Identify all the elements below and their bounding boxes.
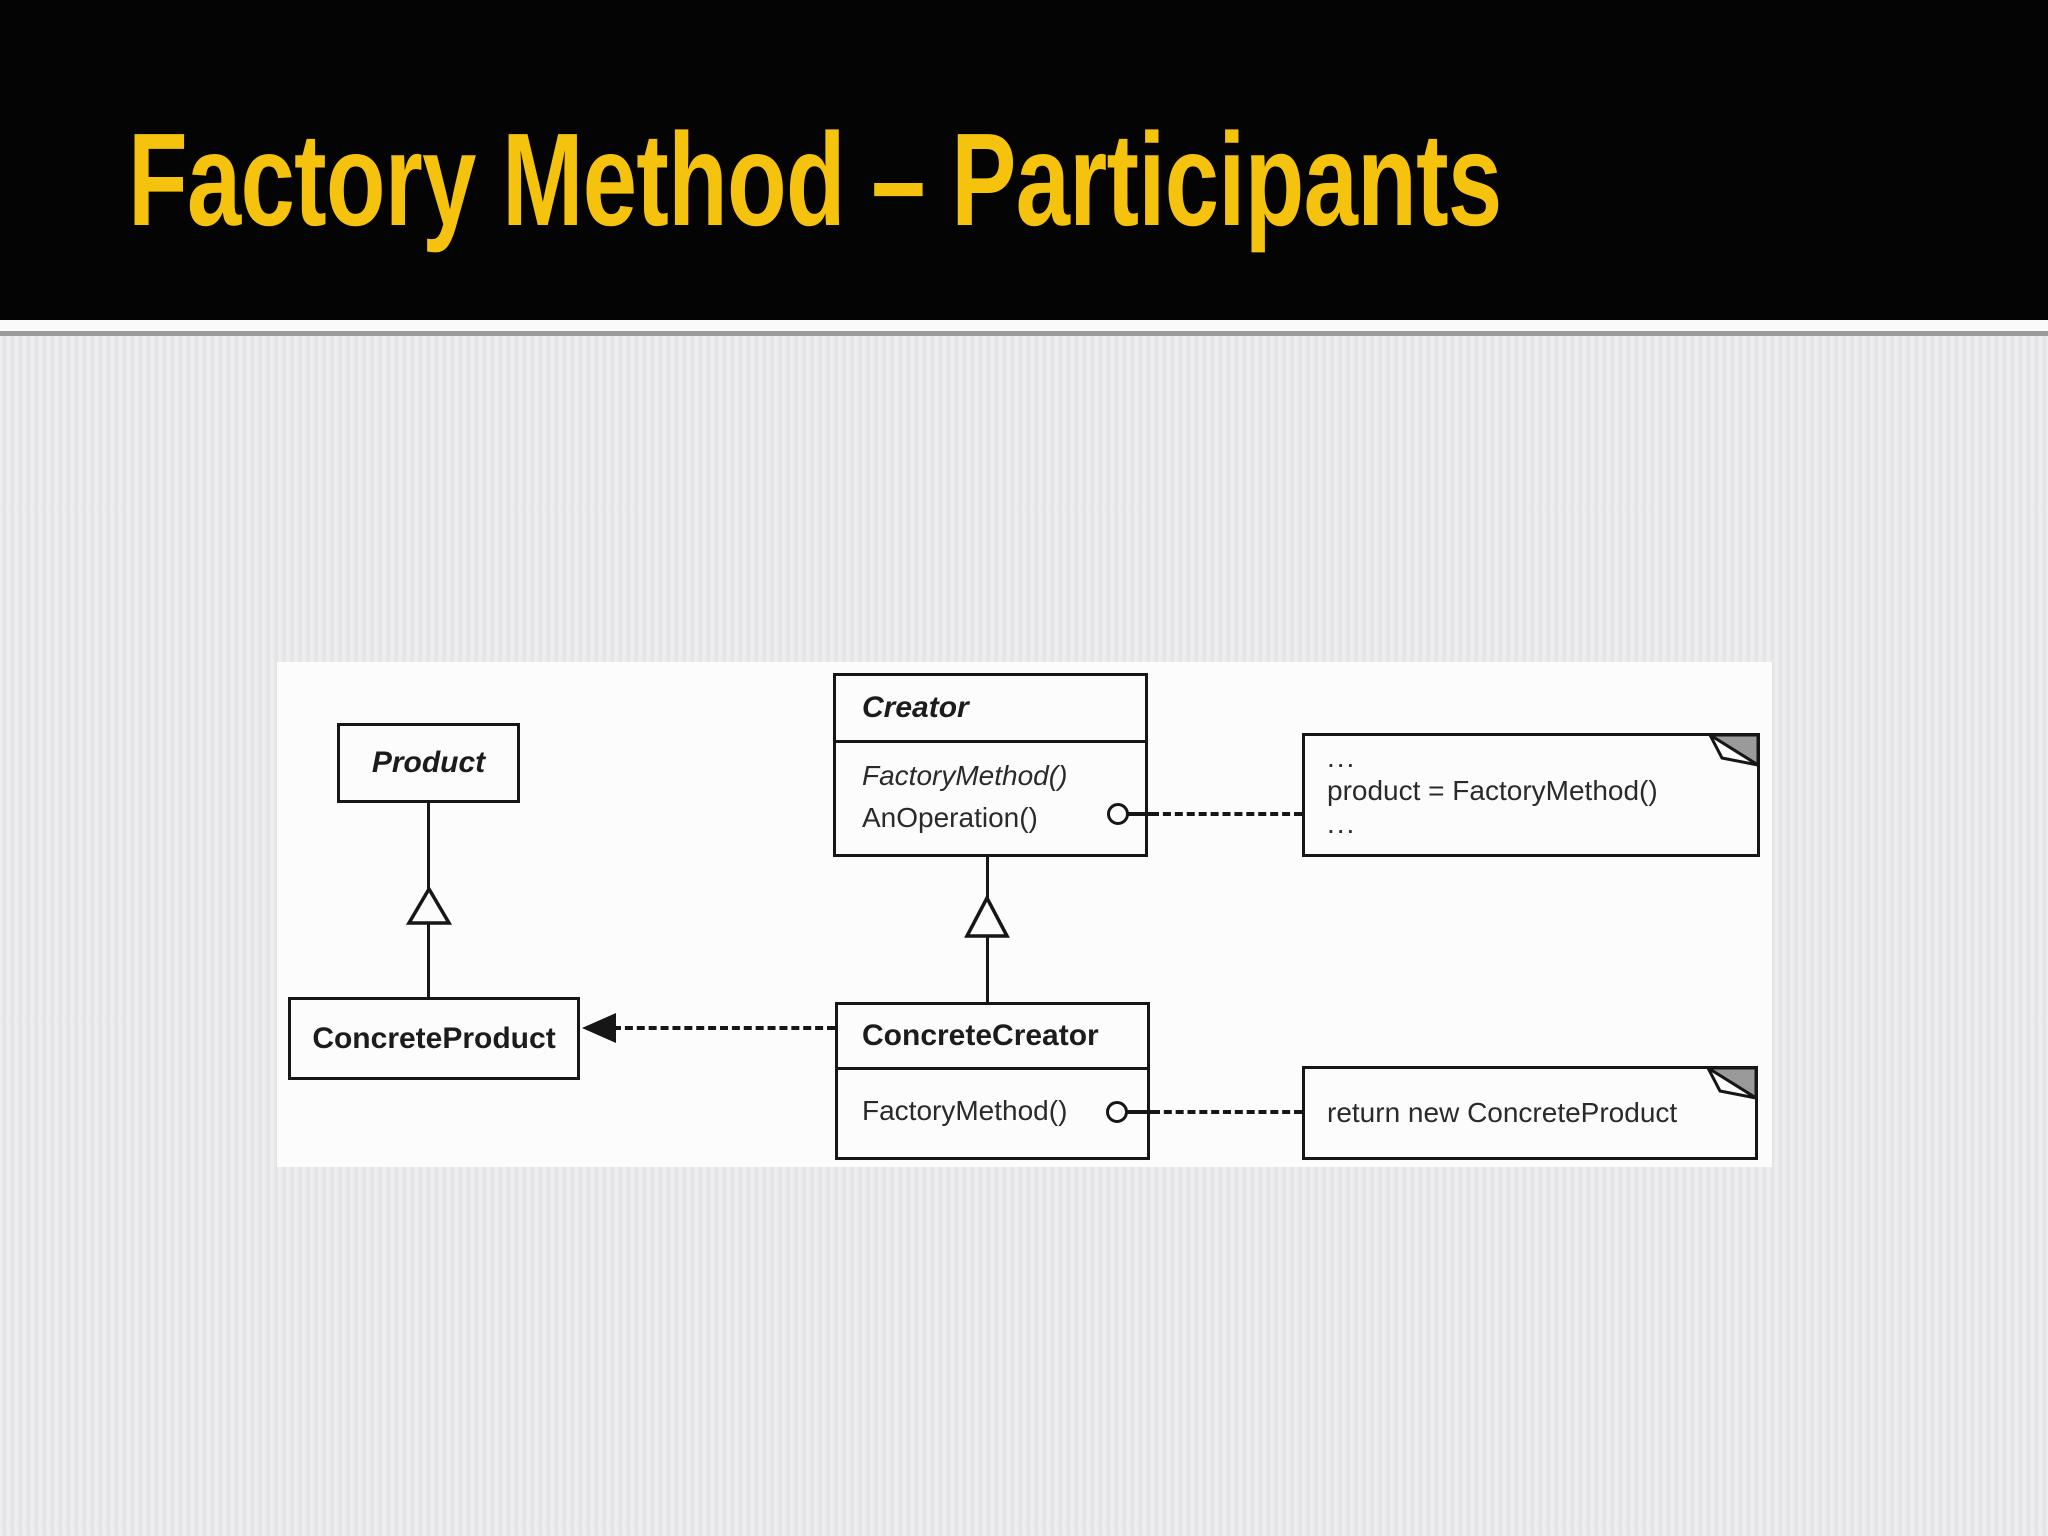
inheritance-triangle-icon <box>406 886 452 925</box>
note-anchor-dashed-line <box>1152 1110 1302 1114</box>
inheritance-line-creator-lower <box>986 936 989 1004</box>
class-name-concrete-creator: ConcreteCreator <box>838 1005 1147 1070</box>
class-box-concrete-creator: ConcreteCreator FactoryMethod() <box>835 1002 1150 1160</box>
note-anchor-stem <box>1128 812 1152 816</box>
note-creator-line3: ... <box>1327 808 1357 839</box>
note-anchor-circle-icon <box>1106 1101 1128 1123</box>
class-name-creator: Creator <box>836 676 1145 743</box>
header-divider-dark <box>0 331 2048 336</box>
dependency-arrowhead-icon <box>582 1013 616 1043</box>
dependency-dashed-line <box>613 1026 835 1030</box>
note-fold-icon <box>1708 733 1760 768</box>
class-box-product: Product <box>337 723 520 803</box>
class-box-creator: Creator FactoryMethod() AnOperation() <box>833 673 1148 857</box>
note-concrete-creator-line1: return new ConcreteProduct <box>1327 1097 1678 1128</box>
slide-header: Factory Method – Participants <box>0 0 2048 320</box>
note-concrete-creator: return new ConcreteProduct <box>1302 1066 1758 1160</box>
concrete-creator-methods: FactoryMethod() <box>838 1070 1147 1132</box>
creator-methods: FactoryMethod() AnOperation() <box>836 743 1145 839</box>
note-anchor-dashed-line <box>1151 812 1302 816</box>
note-creator: ... product = FactoryMethod() ... <box>1302 733 1760 857</box>
class-box-concrete-product: ConcreteProduct <box>288 997 580 1080</box>
slide-title: Factory Method – Participants <box>128 106 1502 253</box>
header-divider-light <box>0 320 2048 331</box>
class-name-product: Product <box>371 746 486 779</box>
method-factorymethod-concrete: FactoryMethod() <box>862 1095 1068 1126</box>
uml-diagram-image: Product Creator FactoryMethod() AnOperat… <box>277 662 1772 1167</box>
note-creator-line1: ... <box>1327 742 1357 773</box>
note-creator-line2: product = FactoryMethod() <box>1327 775 1658 806</box>
class-name-concrete-product: ConcreteProduct <box>312 1021 556 1055</box>
inheritance-line-creator-upper <box>986 855 989 899</box>
method-factorymethod: FactoryMethod() <box>862 760 1068 791</box>
method-anoperation: AnOperation() <box>862 802 1038 833</box>
inheritance-triangle-icon <box>964 895 1010 938</box>
inheritance-line-product-lower <box>427 923 430 999</box>
note-anchor-stem <box>1127 1110 1153 1114</box>
note-fold-icon <box>1706 1066 1758 1101</box>
inheritance-line-product-upper <box>427 803 430 889</box>
note-anchor-circle-icon <box>1107 803 1129 825</box>
